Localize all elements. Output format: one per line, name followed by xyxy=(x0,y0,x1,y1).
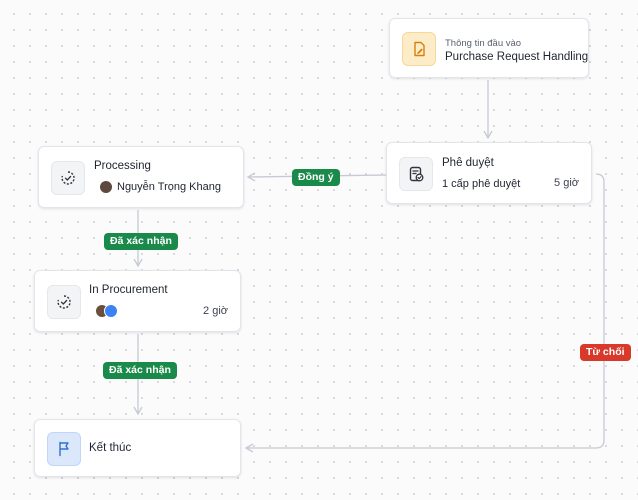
avatar xyxy=(99,180,113,194)
approval-node-duration: 5 giờ xyxy=(554,177,579,189)
processing-node-title: Processing xyxy=(94,160,151,172)
approval-node[interactable]: Phê duyệt 1 cấp phê duyệt 5 giờ xyxy=(386,142,592,204)
approval-node-detail: 1 cấp phê duyệt xyxy=(442,178,520,190)
flag-icon xyxy=(47,432,81,466)
edit-document-icon xyxy=(402,32,436,66)
procurement-node-title: In Procurement xyxy=(89,284,168,296)
progress-circle-icon xyxy=(47,285,81,319)
procurement-node-duration: 2 giờ xyxy=(203,305,228,317)
avatar xyxy=(104,304,118,318)
approval-node-title: Phê duyệt xyxy=(442,157,494,169)
approve-edge-label[interactable]: Đồng ý xyxy=(292,169,340,186)
processing-node[interactable]: Processing Nguyễn Trọng Khang xyxy=(38,146,244,208)
reject-edge-label[interactable]: Từ chối xyxy=(580,344,631,361)
start-node[interactable]: Thông tin đầu vào Purchase Request Handl… xyxy=(389,18,589,78)
processing-node-assignee: Nguyễn Trọng Khang xyxy=(117,181,221,193)
start-node-label: Thông tin đầu vào xyxy=(445,38,521,49)
end-node[interactable]: Kết thúc xyxy=(34,419,241,477)
document-check-icon xyxy=(399,157,433,191)
procurement-node[interactable]: In Procurement 2 giờ xyxy=(34,270,241,332)
confirm-edge-label-2[interactable]: Đã xác nhận xyxy=(103,362,177,379)
confirm-edge-label-1[interactable]: Đã xác nhận xyxy=(104,233,178,250)
start-node-title: Purchase Request Handling xyxy=(445,51,588,63)
edge-approval-reject-to-end xyxy=(246,174,604,448)
end-node-title: Kết thúc xyxy=(89,442,131,454)
progress-circle-icon xyxy=(51,161,85,195)
